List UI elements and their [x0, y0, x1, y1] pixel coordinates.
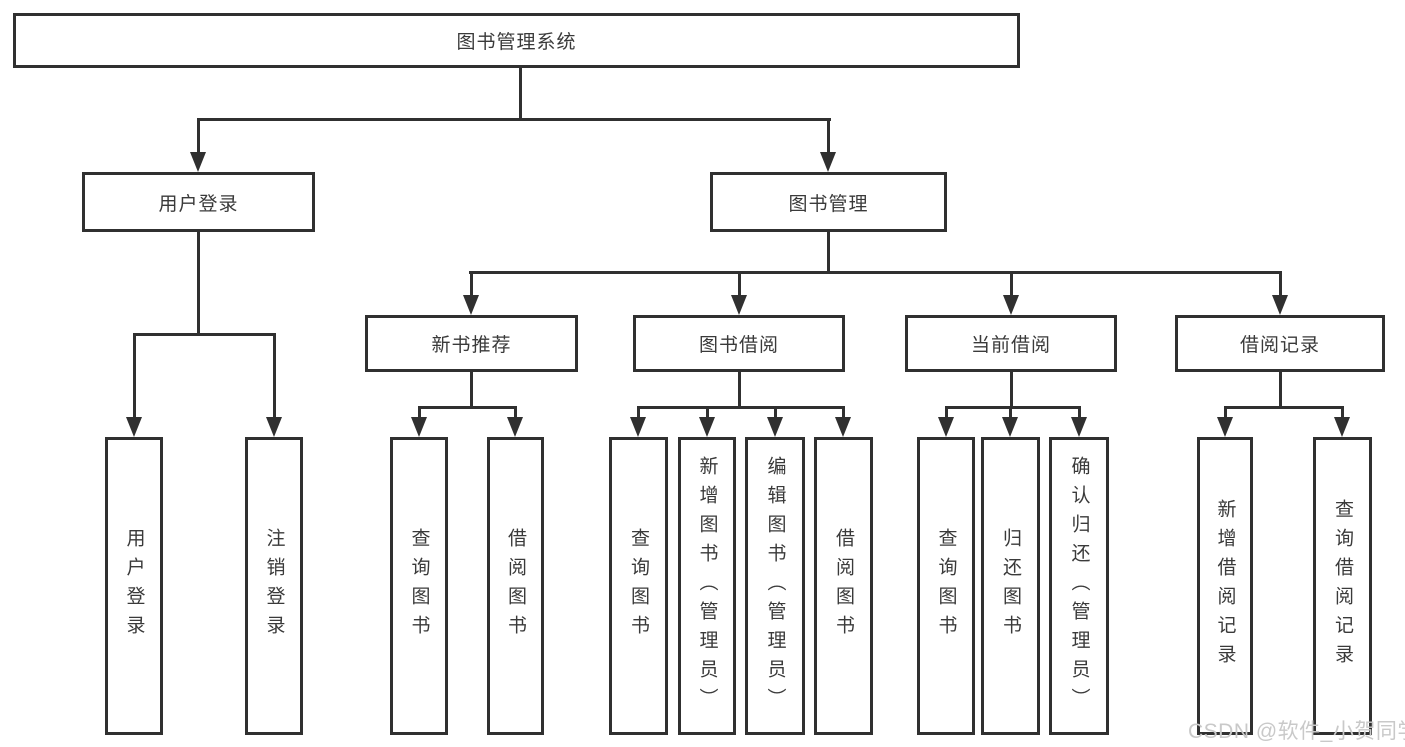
node-label: 新书推荐	[431, 335, 512, 356]
arrow-down-icon	[1334, 417, 1350, 437]
connector-drop-leaf	[1224, 406, 1227, 420]
arrow-down-icon	[190, 152, 206, 172]
connector-drop-new-book	[470, 271, 473, 299]
arrow-down-icon	[835, 417, 851, 437]
connector-book-mgmt-stem	[827, 232, 830, 274]
leaf-label: 归还图书	[1000, 528, 1021, 644]
node-label: 借阅记录	[1239, 335, 1320, 356]
connector-drop-records	[1279, 271, 1282, 299]
arrow-down-icon	[1002, 417, 1018, 437]
arrow-down-icon	[820, 152, 836, 172]
connector-book-mgmt-rail	[469, 271, 1282, 274]
node-new-book-recommend: 新书推荐	[365, 315, 578, 372]
leaf-label: 编辑图书（管理员）	[764, 455, 786, 717]
leaf-label: 查询借阅记录	[1332, 499, 1353, 673]
node-book-borrowing: 图书借阅	[633, 315, 845, 372]
connector-recommend-rail	[418, 406, 517, 409]
connector-recommend-stem	[470, 372, 473, 409]
connector-drop-leaf	[418, 406, 421, 420]
arrow-down-icon	[1071, 417, 1087, 437]
connector-root-stem	[519, 66, 522, 120]
node-label: 图书管理	[788, 193, 869, 215]
leaf-label: 确认归还（管理员）	[1068, 455, 1090, 717]
arrow-down-icon	[463, 295, 479, 315]
connector-drop-borrow	[738, 271, 741, 299]
node-library-system: 图书管理系统	[13, 13, 1020, 68]
leaf-label: 查询图书	[935, 528, 957, 644]
node-book-management: 图书管理	[710, 172, 947, 232]
node-current-borrowing: 当前借阅	[905, 315, 1117, 372]
leaf-label: 查询图书	[628, 528, 649, 644]
arrow-down-icon	[411, 417, 427, 437]
connector-borrowing-stem	[738, 372, 741, 409]
arrow-down-icon	[938, 417, 954, 437]
arrow-down-icon	[507, 417, 523, 437]
connector-records-stem	[1279, 372, 1282, 409]
connector-drop-book-mgmt	[827, 118, 830, 156]
arrow-down-icon	[731, 295, 747, 315]
arrow-down-icon	[767, 417, 783, 437]
arrow-down-icon	[266, 417, 282, 437]
node-user-login: 用户登录	[82, 172, 315, 232]
leaf-label: 借阅图书	[833, 528, 854, 644]
leaf-current-confirm-return-admin: 确认归还（管理员）	[1049, 437, 1109, 735]
leaf-label: 用户登录	[123, 528, 145, 644]
connector-drop-leaf	[774, 406, 777, 420]
node-label: 图书借阅	[698, 335, 779, 356]
leaf-label: 注销登录	[263, 528, 285, 644]
connector-current-rail	[945, 406, 1081, 409]
leaf-borrowing-add-books-admin: 新增图书（管理员）	[678, 437, 736, 735]
connector-drop-leaf	[273, 333, 276, 421]
arrow-down-icon	[1272, 295, 1288, 315]
leaf-label: 新增图书（管理员）	[696, 455, 718, 717]
arrow-down-icon	[126, 417, 142, 437]
connector-user-login-rail	[133, 333, 276, 336]
leaf-records-query-record: 查询借阅记录	[1313, 437, 1372, 735]
connector-records-rail	[1224, 406, 1344, 409]
leaf-current-return-books: 归还图书	[981, 437, 1040, 735]
leaf-logout: 注销登录	[245, 437, 303, 735]
leaf-current-query-books: 查询图书	[917, 437, 975, 735]
arrow-down-icon	[1003, 295, 1019, 315]
node-borrowing-records: 借阅记录	[1175, 315, 1385, 372]
leaf-borrowing-borrow-books: 借阅图书	[814, 437, 873, 735]
connector-drop-leaf	[706, 406, 709, 420]
connector-current-stem	[1010, 372, 1013, 409]
arrow-down-icon	[699, 417, 715, 437]
node-label: 图书管理系统	[456, 32, 577, 53]
connector-drop-leaf	[1341, 406, 1344, 420]
connector-drop-leaf	[1078, 406, 1081, 420]
leaf-label: 借阅图书	[505, 528, 526, 644]
leaf-label: 新增借阅记录	[1214, 499, 1236, 673]
connector-drop-leaf	[1009, 406, 1012, 420]
node-label: 用户登录	[158, 193, 239, 215]
leaf-user-login: 用户登录	[105, 437, 163, 735]
connector-drop-user-login	[197, 118, 200, 156]
connector-drop-leaf	[637, 406, 640, 420]
connector-drop-leaf	[514, 406, 517, 420]
node-label: 当前借阅	[970, 335, 1051, 356]
csdn-watermark: CSDN @软件_小贺同学	[1188, 720, 1405, 743]
arrow-down-icon	[630, 417, 646, 437]
connector-root-rail	[197, 118, 831, 121]
leaf-recommend-query-books: 查询图书	[390, 437, 448, 735]
connector-drop-leaf	[133, 333, 136, 421]
leaf-records-add-record: 新增借阅记录	[1197, 437, 1253, 735]
leaf-borrowing-query-books: 查询图书	[609, 437, 668, 735]
connector-drop-current	[1010, 271, 1013, 299]
connector-drop-leaf	[842, 406, 845, 420]
leaf-label: 查询图书	[408, 528, 430, 644]
arrow-down-icon	[1217, 417, 1233, 437]
leaf-recommend-borrow-books: 借阅图书	[487, 437, 544, 735]
connector-drop-leaf	[945, 406, 948, 420]
connector-user-login-stem	[197, 232, 200, 336]
leaf-borrowing-edit-books-admin: 编辑图书（管理员）	[745, 437, 805, 735]
connector-borrowing-rail	[637, 406, 845, 409]
